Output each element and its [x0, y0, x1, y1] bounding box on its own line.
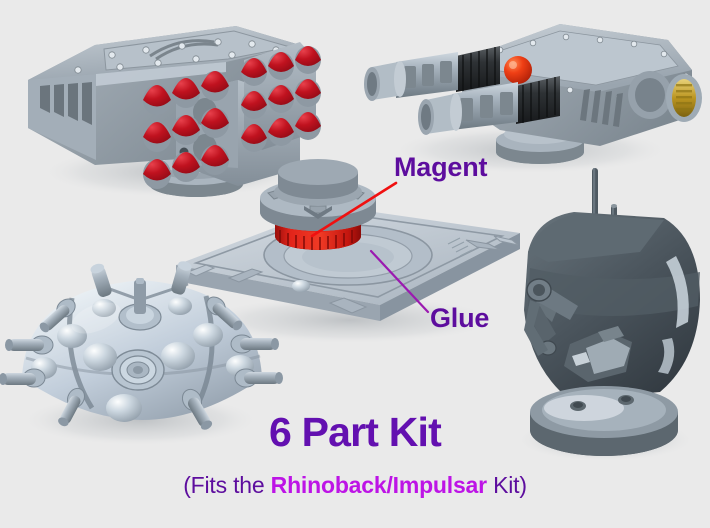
page-title: 6 Part Kit: [269, 409, 442, 455]
cannon-barrel-lower: [418, 76, 560, 135]
turret-front-block: [564, 326, 632, 382]
compatibility-subtitle: (Fits the Rhinoback/Impulsar Kit): [0, 472, 710, 499]
glue-leader-line: [369, 249, 430, 314]
magnet-annotation-label: Magent: [394, 152, 488, 182]
turret-base-disc: [530, 386, 678, 456]
part-armored-sensor-turret: [524, 168, 700, 456]
cannon-barrel-upper: [364, 46, 500, 101]
subtitle-kit-name: Rhinoback/Impulsar: [270, 472, 487, 498]
annotation-leaders: [310, 181, 430, 314]
missile-pod-vents: [40, 82, 92, 125]
dome-barrels: [0, 261, 283, 430]
glue-annotation-label: Glue: [430, 303, 490, 333]
dome-upper-boss: [118, 278, 162, 331]
red-sphere-indicator: [504, 56, 532, 84]
cannon-vents: [580, 89, 623, 127]
subtitle-prefix: (Fits the: [183, 472, 271, 498]
subtitle-suffix: Kit): [486, 472, 527, 498]
ammo-feed-assembly: [628, 71, 702, 122]
part-twin-cannon-turret: [364, 24, 702, 164]
cannon-pedestal: [496, 124, 584, 164]
missile-bank-far: [241, 42, 321, 152]
turret-base-disk: [260, 159, 376, 231]
magnet-leader-line: [310, 181, 398, 238]
missile-tips-near: [143, 71, 229, 189]
dome-bumps: [31, 297, 254, 422]
part-studded-dome-turret: [0, 261, 283, 430]
part-base-plate-assembly: [176, 159, 520, 321]
missile-tips-far: [241, 46, 321, 152]
dome-central-boss: [111, 349, 165, 391]
part-missile-pod-turret: [28, 26, 321, 197]
turret-mechanical-arm: [524, 278, 578, 356]
